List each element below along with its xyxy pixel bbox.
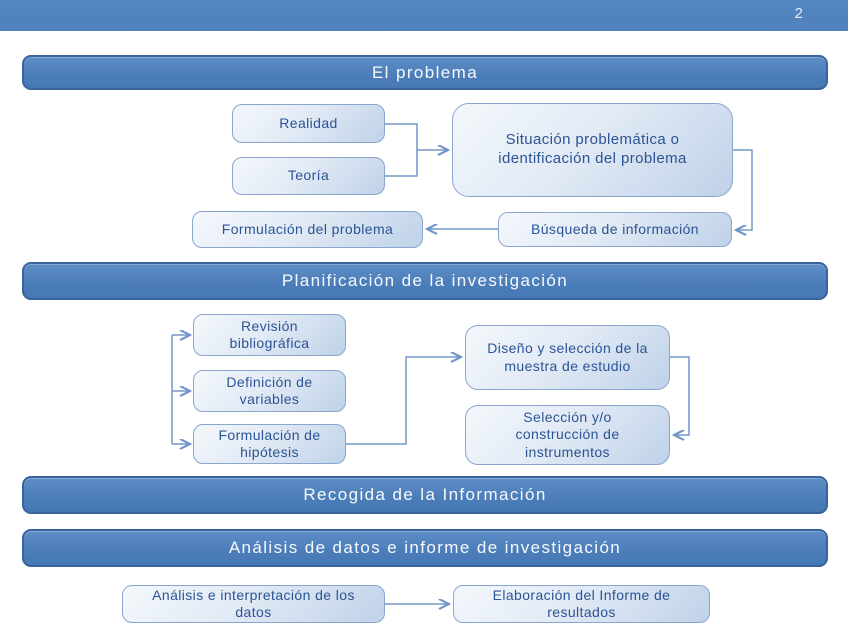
section-header-el-problema: El problema [22,55,828,90]
section-header-planificacion: Planificación de la investigación [22,262,828,300]
connector-realidad-teoria-bracket [385,123,418,177]
box-elaboracion-informe: Elaboración del Informe de resultados [453,585,710,623]
box-definicion-variables: Definición de variables [193,370,346,412]
section-header-analisis: Análisis de datos e informe de investiga… [22,529,828,567]
box-situacion-problematica: Situación problemática o identificación … [452,103,733,197]
connector-diseno-seleccion [670,356,690,435]
box-formulacion-problema: Formulación del problema [192,211,423,248]
box-analisis-interpretacion: Análisis e interpretación de los datos [122,585,385,623]
box-seleccion-construccion-instrumentos: Selección y/o construcción de instrument… [465,405,670,465]
connector-situacion-busqueda [733,149,753,230]
box-formulacion-hipotesis: Formulación de hipótesis [193,424,346,464]
section-header-recogida: Recogida de la Información [22,476,828,514]
connector-hipotesis-diseno [346,357,461,445]
page-number: 2 [794,5,804,22]
box-diseno-seleccion-muestra: Diseño y selección de la muestra de estu… [465,325,670,390]
box-teoria: Teoría [232,157,385,195]
top-bar: 2 [0,0,848,31]
box-busqueda-informacion: Búsqueda de información [498,212,732,247]
box-realidad: Realidad [232,104,385,143]
box-revision-bibliografica: Revisión bibliográfica [193,314,346,356]
